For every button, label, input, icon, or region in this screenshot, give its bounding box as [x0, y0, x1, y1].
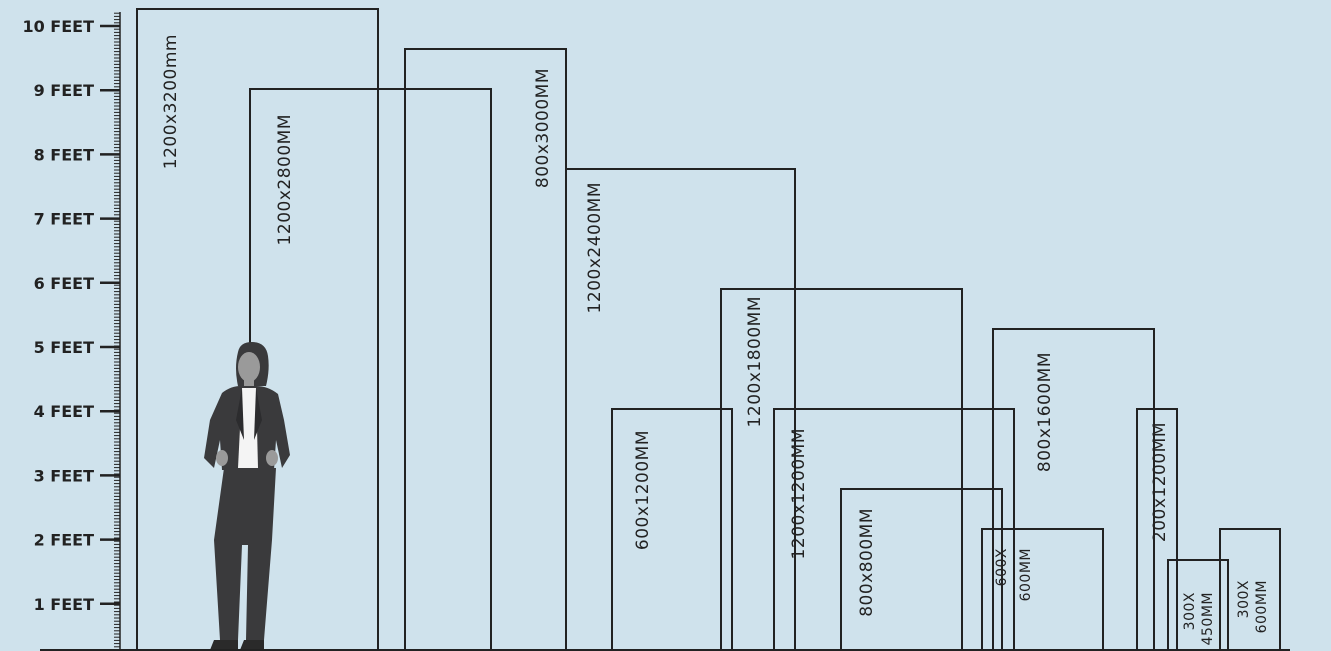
ruler-label: 1 FEET [34, 595, 94, 614]
panel-label: 200x1200MM [1150, 422, 1170, 542]
panel-label: 1200x3200mm [161, 34, 181, 169]
ruler-label: 10 FEET [22, 17, 94, 36]
woman-silhouette-icon [204, 342, 290, 650]
panel-label: 600MM [1254, 580, 1270, 633]
panel-label: 1200x2800MM [275, 114, 295, 245]
panel-group: 1200x3200mm 1200x2800MM 800x3000MM 1200x240… [136, 8, 1281, 651]
ruler-label: 5 FEET [34, 338, 94, 357]
ruler-label: 8 FEET [34, 145, 94, 164]
panel-label: 300X [1182, 592, 1198, 630]
panel-p600x600: 600X 600MM [981, 528, 1104, 651]
ruler-label: 6 FEET [34, 274, 94, 293]
panel-label: 800x3000MM [533, 68, 553, 188]
panel-label: 800x800MM [857, 508, 877, 617]
ruler-label: 4 FEET [34, 402, 94, 421]
panel-label: 800x1600MM [1035, 352, 1055, 472]
panel-label: 600MM [1018, 548, 1034, 601]
panel-label: 600x1200MM [633, 430, 653, 550]
panel-label: 450MM [1200, 592, 1216, 645]
height-ruler: 1 FEET 2 FEET 3 FEET 4 FEET 5 FEET 6 FEET 7 FE… [22, 12, 121, 651]
panel-label: 1200x1200MM [789, 428, 809, 559]
panel-label: 1200x1800MM [745, 296, 765, 427]
panel-label: 300X [1236, 580, 1252, 618]
ruler-label: 9 FEET [34, 81, 94, 100]
ruler-label: 7 FEET [34, 210, 94, 229]
panel-label: 600X [994, 548, 1010, 586]
ruler-label: 3 FEET [34, 466, 94, 485]
panel-label: 1200x2400MM [585, 182, 605, 313]
ruler-label: 2 FEET [34, 531, 94, 550]
